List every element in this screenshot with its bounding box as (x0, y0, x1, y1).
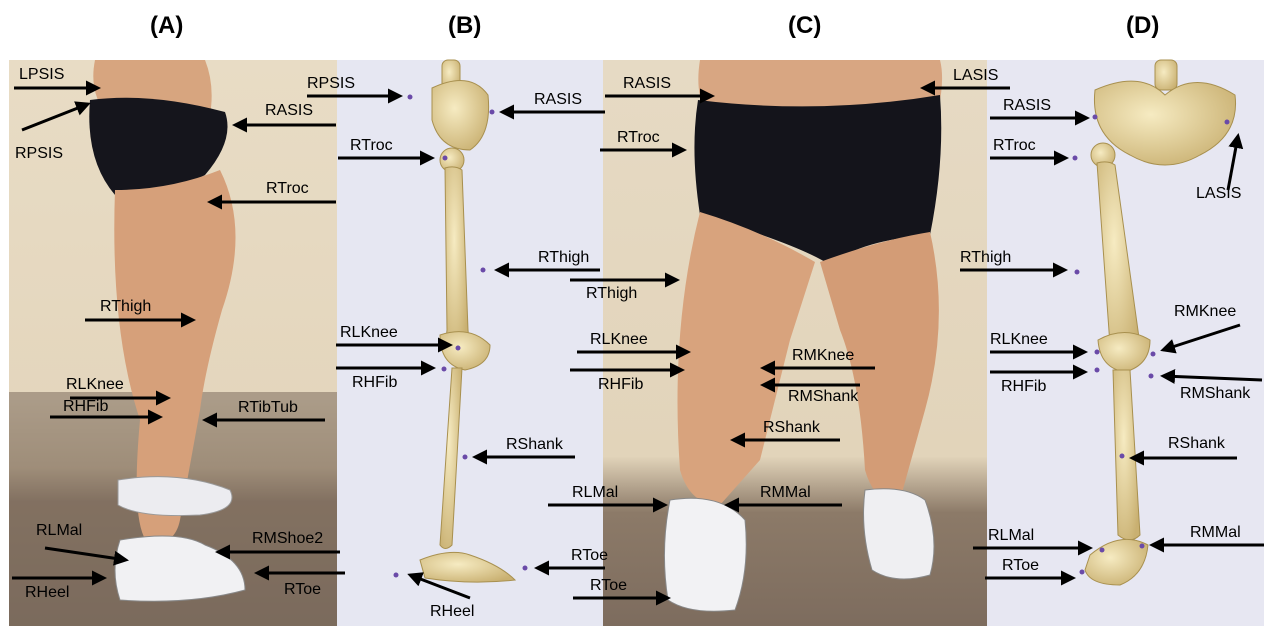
label-a-rtroc: RTroc (266, 180, 309, 197)
label-a-rthigh: RThigh (100, 298, 151, 315)
label-d-rmshank: RMShank (1180, 385, 1251, 402)
label-a-rheel: RHeel (25, 584, 69, 601)
label-b-rlknee: RLKnee (340, 324, 398, 341)
label-d-rshank: RShank (1168, 435, 1226, 452)
label-d-rasis: RASIS (1003, 97, 1051, 114)
label-c-rmknee: RMKnee (792, 347, 854, 364)
label-b-rtoe: RToe (571, 547, 608, 564)
label-a-rtoe: RToe (284, 581, 321, 598)
label-a-rtibtub: RTibTub (238, 399, 298, 416)
panel-c-figure (664, 60, 942, 611)
label-c-lasis: LASIS (953, 67, 998, 84)
label-c-rlknee: RLKnee (590, 331, 648, 348)
label-b-rheel: RHeel (430, 603, 474, 620)
label-a-lpsis: LPSIS (19, 66, 64, 83)
label-c-rthigh: RThigh (586, 285, 637, 302)
label-c-rmshank: RMShank (788, 388, 859, 405)
label-c-rasis: RASIS (623, 75, 671, 92)
label-b-rasis: RASIS (534, 91, 582, 108)
label-d-rthigh: RThigh (960, 249, 1011, 266)
label-a-rasis: RASIS (265, 102, 313, 119)
label-b-rshank: RShank (506, 436, 564, 453)
label-c-rhfib: RHFib (598, 376, 643, 393)
label-c-rmmal: RMMal (760, 484, 811, 501)
label-d-rmknee: RMKnee (1174, 303, 1236, 320)
label-b-rhfib: RHFib (352, 374, 397, 391)
label-b-rpsis: RPSIS (307, 75, 355, 92)
label-d-lasis: LASIS (1196, 185, 1241, 202)
label-a-rlmal: RLMal (36, 522, 82, 539)
label-c-rtoe: RToe (590, 577, 627, 594)
label-a-rhfib: RHFib (63, 398, 108, 415)
label-a-rpsis: RPSIS (15, 145, 63, 162)
label-d-rhfib: RHFib (1001, 378, 1046, 395)
label-d-rmmal: RMMal (1190, 524, 1241, 541)
panel-d-skeleton-figure (1085, 60, 1236, 585)
panel-b-skeleton-figure (420, 60, 515, 582)
label-c-rlmal: RLMal (572, 484, 618, 501)
label-c-rtroc: RTroc (617, 129, 660, 146)
label-c-rshank: RShank (763, 419, 821, 436)
label-d-rtoe: RToe (1002, 557, 1039, 574)
label-b-rthigh: RThigh (538, 249, 589, 266)
label-d-rlmal: RLMal (988, 527, 1034, 544)
label-d-rtroc: RTroc (993, 137, 1036, 154)
label-d-rlknee: RLKnee (990, 331, 1048, 348)
label-a-rmshoe2: RMShoe2 (252, 530, 323, 547)
label-b-rtroc: RTroc (350, 137, 393, 154)
label-a-rlknee: RLKnee (66, 376, 124, 393)
